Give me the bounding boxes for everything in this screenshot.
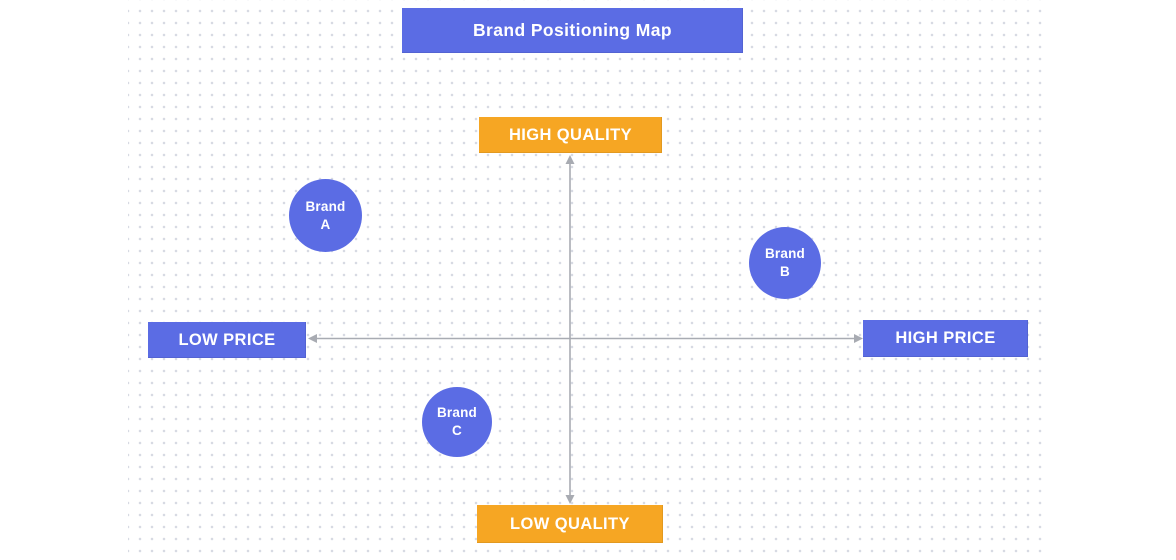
axis-label-text: LOW PRICE — [178, 330, 276, 349]
brand-label-line2: C — [452, 423, 462, 438]
title-banner[interactable]: Brand Positioning Map — [402, 8, 743, 53]
axis-label-low-quality[interactable]: LOW QUALITY — [477, 505, 663, 543]
canvas-dot-grid — [128, 0, 1048, 560]
brand-label-line2: A — [320, 216, 331, 232]
axis-label-text: HIGH PRICE — [895, 329, 996, 347]
vertical-axis-arrow[interactable] — [565, 155, 575, 504]
axis-label-text: HIGH QUALITY — [508, 125, 633, 144]
title-text: Brand Positioning Map — [473, 20, 672, 40]
brand-c-node[interactable]: Brand C — [422, 387, 492, 457]
brand-label-line2: B — [780, 264, 790, 279]
brand-label-line1: Brand — [305, 198, 346, 214]
brand-b-node[interactable]: Brand B — [749, 227, 821, 299]
brand-a-node[interactable]: Brand A — [289, 179, 362, 252]
brand-label-line1: Brand — [764, 246, 805, 262]
axis-label-high-quality[interactable]: HIGH QUALITY — [479, 117, 662, 153]
axis-label-text: LOW QUALITY — [510, 514, 630, 533]
brand-label-line1: Brand — [436, 405, 477, 421]
axis-label-low-price[interactable]: LOW PRICE — [148, 322, 306, 358]
horizontal-axis-arrow[interactable] — [308, 334, 863, 343]
axis-label-high-price[interactable]: HIGH PRICE — [863, 320, 1028, 357]
